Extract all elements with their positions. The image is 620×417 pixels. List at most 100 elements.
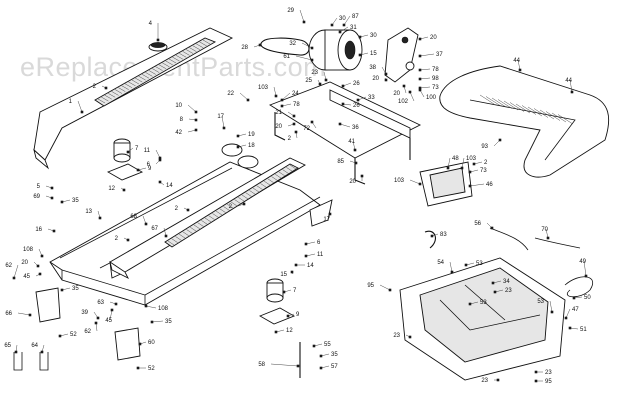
- callout-57: 57: [319, 364, 338, 370]
- callout-label: 35: [331, 352, 338, 358]
- callout-label: 57: [331, 364, 338, 370]
- callout-102: 102: [398, 90, 415, 105]
- callout-label: 52: [70, 332, 77, 338]
- callout-9: 9: [136, 166, 152, 172]
- foot-pad-9b: [258, 307, 296, 325]
- callout-24: 24: [280, 91, 299, 102]
- callout-label: 103: [466, 156, 477, 162]
- callout-34: 34: [491, 279, 510, 285]
- callout-label: 63: [97, 300, 104, 306]
- callout-23: 23: [493, 288, 512, 294]
- callout-2: 2: [115, 236, 130, 242]
- callout-label: 33: [368, 95, 375, 101]
- callout-42: 42: [175, 128, 198, 136]
- callout-label: 4: [149, 21, 153, 27]
- callout-20: 20: [418, 35, 437, 41]
- callout-103: 103: [258, 85, 278, 98]
- callout-22: 22: [227, 91, 250, 102]
- callout-label: 103: [258, 85, 269, 91]
- cushion-7a: [113, 138, 131, 163]
- callout-label: 53: [480, 300, 487, 306]
- callout-label: 20: [349, 179, 356, 185]
- rear-foot-60: [114, 327, 141, 361]
- wire-harness-56: [489, 227, 529, 251]
- callout-53: 53: [464, 261, 483, 267]
- side-rail-left: [33, 27, 234, 170]
- callout-72: 72: [303, 120, 317, 132]
- callout-70: 70: [541, 227, 550, 240]
- callout-label: 98: [432, 76, 439, 82]
- callout-label: 100: [426, 95, 437, 101]
- callout-label: 42: [175, 130, 182, 136]
- callout-label: 13: [85, 209, 92, 215]
- callout-label: 18: [248, 143, 255, 149]
- callout-26: 26: [341, 102, 360, 109]
- callout-label: 37: [436, 52, 443, 58]
- callout-label: 17: [323, 217, 330, 223]
- callout-label: 69: [33, 194, 40, 200]
- callout-label: 2: [229, 204, 233, 210]
- callout-17: 17: [217, 114, 226, 130]
- callout-label: 54: [437, 260, 444, 266]
- callout-label: 103: [394, 178, 405, 184]
- callout-label: 9: [296, 312, 300, 318]
- clip-83: [424, 230, 436, 249]
- callout-12: 12: [274, 328, 293, 334]
- callout-7: 7: [282, 288, 297, 294]
- callout-label: 9: [148, 166, 152, 172]
- callout-6: 6: [304, 240, 321, 246]
- callout-50: 50: [572, 295, 591, 301]
- callout-label: 7: [293, 288, 297, 294]
- callout-label: 15: [370, 51, 377, 57]
- callout-label: 20: [430, 35, 437, 41]
- callout-29: 29: [287, 8, 306, 24]
- callout-label: 51: [580, 327, 587, 333]
- callout-label: 93: [481, 144, 488, 150]
- callout-56: 56: [474, 221, 494, 230]
- callout-2: 2: [175, 206, 190, 212]
- callout-label: 19: [248, 132, 255, 138]
- callout-6: 6: [147, 158, 162, 168]
- callout-label: 26: [353, 81, 360, 87]
- callout-11: 11: [304, 252, 324, 258]
- callout-label: 6: [147, 162, 151, 168]
- callout-label: 38: [369, 65, 376, 71]
- callout-label: 78: [293, 102, 300, 108]
- callout-label: 102: [398, 99, 409, 105]
- callout-label: 60: [148, 340, 155, 346]
- callout-20: 20: [393, 84, 407, 97]
- callout-2: 2: [229, 202, 246, 210]
- power-cord-49: [564, 276, 593, 298]
- callout-label: 12: [286, 328, 293, 334]
- end-cap-disc: [148, 42, 168, 52]
- callout-label: 66: [5, 311, 12, 317]
- callout-label: 20: [21, 260, 28, 266]
- callout-21: 21: [275, 110, 296, 118]
- callout-label: 21: [275, 110, 282, 116]
- callout-label: 61: [283, 54, 290, 60]
- callout-label: 95: [545, 379, 552, 385]
- callout-label: 45: [105, 318, 112, 324]
- callout-label: 5: [37, 184, 41, 190]
- callout-label: 55: [324, 342, 331, 348]
- callout-label: 2: [175, 206, 179, 212]
- callout-label: 6: [317, 240, 321, 246]
- callout-label: 49: [579, 259, 586, 265]
- callout-label: 15: [280, 272, 287, 278]
- callout-label: 25: [305, 78, 312, 84]
- callout-9: 9: [286, 312, 300, 318]
- callout-73: 73: [468, 168, 487, 174]
- callout-83: 83: [430, 232, 447, 238]
- callout-4: 4: [149, 21, 160, 42]
- callout-label: 36: [352, 125, 359, 131]
- callout-53: 53: [537, 299, 554, 314]
- callout-103: 103: [394, 178, 422, 186]
- callout-label: 44: [565, 78, 572, 84]
- callout-20: 20: [21, 260, 40, 268]
- callout-1: 1: [69, 99, 84, 114]
- callout-label: 65: [4, 343, 11, 349]
- callout-35: 35: [319, 352, 338, 358]
- callout-label: 44: [513, 58, 520, 64]
- callout-10: 10: [175, 103, 198, 114]
